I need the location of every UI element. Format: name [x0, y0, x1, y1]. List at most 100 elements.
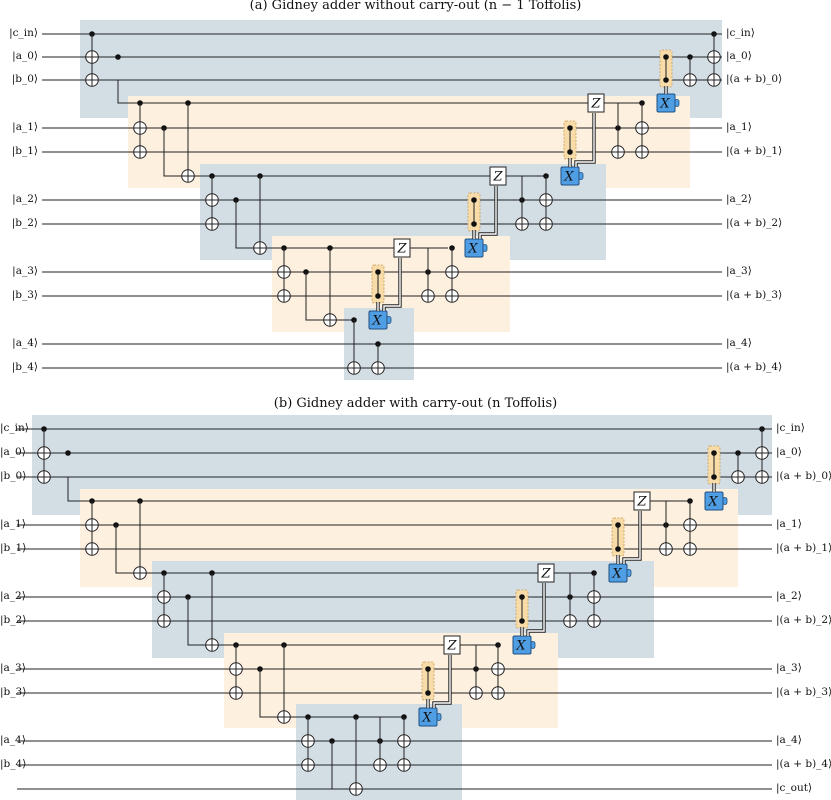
input-label: |a_2⟩ — [0, 590, 26, 602]
z-gate-label: Z — [396, 242, 407, 257]
z-gate — [537, 563, 555, 583]
control-dot — [471, 197, 477, 203]
control-dot — [663, 54, 669, 60]
z-gate — [489, 166, 507, 186]
x-gate-label: X — [659, 97, 670, 112]
control-dot — [425, 690, 431, 696]
input-label: |b_0⟩ — [11, 73, 38, 85]
output-label: |a_3⟩ — [776, 662, 802, 674]
output-label: |a_1⟩ — [726, 121, 752, 133]
control-dot — [519, 594, 525, 600]
z-gate-label: Z — [540, 567, 551, 582]
output-label: |a_4⟩ — [776, 734, 802, 746]
input-label: |b_1⟩ — [0, 542, 27, 554]
input-label: |b_4⟩ — [0, 758, 27, 770]
output-label: |(a + b)_0⟩ — [776, 470, 831, 482]
output-label: |a_3⟩ — [726, 265, 752, 277]
input-label: |a_0⟩ — [0, 446, 26, 458]
control-dot — [471, 221, 477, 227]
output-label: |c_in⟩ — [776, 422, 805, 434]
output-label: |a_0⟩ — [776, 446, 802, 458]
z-gate — [633, 491, 651, 511]
x-gate-label: X — [371, 314, 382, 329]
input-label: |a_0⟩ — [12, 50, 38, 62]
x-gate-tab — [482, 244, 488, 252]
output-label: |(a + b)_3⟩ — [776, 686, 831, 698]
x-gate-label: X — [467, 242, 478, 257]
input-label: |a_4⟩ — [12, 337, 38, 349]
classical-wire-inner — [527, 583, 545, 636]
output-label: |c_out⟩ — [776, 782, 813, 794]
x-gate-tab — [530, 641, 536, 649]
classical-wire-inner — [575, 113, 595, 167]
z-gate — [393, 238, 411, 258]
carry-wire-2 — [163, 152, 544, 177]
x-gate-tab — [722, 497, 728, 505]
x-gate-label: X — [611, 567, 622, 582]
input-label: |a_4⟩ — [0, 734, 26, 746]
control-dot — [115, 54, 121, 60]
input-label: |a_2⟩ — [12, 193, 38, 205]
carry-wire-1 — [67, 477, 690, 502]
output-label: |(a + b)_2⟩ — [726, 217, 783, 229]
control-dot — [711, 450, 717, 456]
x-gate-label: X — [707, 495, 718, 510]
input-label: |a_3⟩ — [12, 265, 38, 277]
x-gate-tab — [674, 99, 680, 107]
output-label: |(a + b)_1⟩ — [776, 542, 831, 554]
z-gate-label: Z — [636, 495, 647, 510]
output-label: |a_4⟩ — [726, 337, 752, 349]
output-label: |(a + b)_3⟩ — [726, 289, 783, 301]
classical-wire-inner — [383, 258, 401, 311]
control-dot — [567, 125, 573, 131]
input-label: |b_2⟩ — [0, 614, 27, 626]
x-gate-tab — [436, 713, 442, 721]
carry-wire-2 — [115, 549, 594, 574]
x-gate-tab — [386, 316, 392, 324]
z-gate — [443, 635, 461, 655]
input-label: |b_3⟩ — [0, 686, 27, 698]
input-label: |b_0⟩ — [0, 470, 27, 482]
output-label: |a_0⟩ — [726, 50, 752, 62]
control-dot — [519, 618, 525, 624]
x-gate-label: X — [515, 639, 526, 654]
output-label: |c_in⟩ — [726, 27, 755, 39]
output-label: |(a + b)_1⟩ — [726, 145, 783, 157]
carry-wire-3 — [187, 621, 498, 646]
x-gate-label: X — [421, 711, 432, 726]
control-dot — [663, 77, 669, 83]
carry-wire-1 — [117, 80, 640, 104]
control-dot — [615, 546, 621, 552]
diagram-a-title: (a) Gidney adder without carry-out (n − … — [249, 0, 582, 13]
z-gate-label: Z — [590, 97, 601, 112]
output-label: |(a + b)_2⟩ — [776, 614, 831, 626]
control-dot — [65, 450, 71, 456]
input-label: |b_1⟩ — [11, 145, 38, 157]
carry-wire-3 — [235, 224, 448, 249]
control-dot — [425, 666, 431, 672]
control-dot — [567, 149, 573, 155]
z-gate-label: Z — [492, 170, 503, 185]
control-dot — [711, 474, 717, 480]
output-label: |a_2⟩ — [776, 590, 802, 602]
input-label: |b_2⟩ — [11, 217, 38, 229]
output-label: |(a + b)_4⟩ — [726, 361, 783, 373]
control-dot — [375, 293, 381, 299]
x-gate-tab — [626, 569, 632, 577]
carry-wire-4 — [305, 296, 354, 321]
x-gate-tab — [578, 172, 584, 180]
input-label: |b_3⟩ — [11, 289, 38, 301]
diagram-b-title: (b) Gidney adder with carry-out (n Toffo… — [273, 396, 558, 411]
input-label: |c_in⟩ — [9, 27, 38, 39]
input-label: |c_in⟩ — [0, 422, 29, 434]
input-label: |a_1⟩ — [12, 121, 38, 133]
input-label: |a_1⟩ — [0, 518, 26, 530]
x-gate-label: X — [563, 170, 574, 185]
classical-wire-inner — [433, 655, 451, 708]
z-gate-label: Z — [446, 639, 457, 654]
input-label: |a_3⟩ — [0, 662, 26, 674]
output-label: |(a + b)_0⟩ — [726, 73, 783, 85]
output-label: |a_2⟩ — [726, 193, 752, 205]
